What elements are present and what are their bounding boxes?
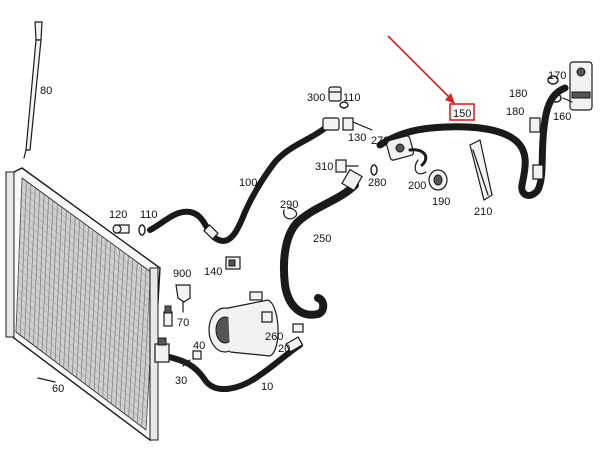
callout-280: 280 — [368, 177, 386, 189]
part-200-clip — [414, 159, 427, 175]
part-900-bracket — [175, 284, 191, 313]
callout-260: 260 — [265, 331, 283, 343]
part-280-oring — [370, 164, 378, 176]
callout-250: 250 — [313, 233, 331, 245]
part-110-oring-top — [339, 101, 349, 109]
callout-10: 10 — [261, 381, 273, 393]
callout-70: 70 — [177, 317, 189, 329]
part-10-lower-pipe — [157, 336, 304, 393]
callout-labels: 80 60 120 110 100 140 900 70 40 30 10 26… — [40, 70, 571, 395]
callout-900: 900 — [173, 268, 191, 280]
part-210-bracket — [469, 139, 493, 201]
callout-180-bottom: 180 — [506, 106, 524, 118]
part-80-rod — [23, 21, 43, 159]
highlight-150: 150 — [387, 35, 475, 121]
part-310-fitting — [335, 159, 359, 173]
callout-310: 310 — [315, 161, 333, 173]
callout-300: 300 — [307, 92, 325, 104]
callout-120: 120 — [109, 209, 127, 221]
part-100-upper-pipe — [147, 117, 340, 244]
part-30-fitting — [154, 337, 170, 363]
part-110-oring-left — [138, 224, 146, 236]
callout-290: 290 — [280, 199, 298, 211]
part-160-screw — [562, 97, 573, 103]
callout-190: 190 — [432, 196, 450, 208]
callout-110-top: 110 — [343, 92, 361, 104]
callout-270: 270 — [371, 135, 389, 147]
callout-30: 30 — [175, 375, 187, 387]
part-70-sensor — [163, 305, 173, 327]
callout-80: 80 — [40, 85, 52, 97]
callout-20: 20 — [278, 343, 290, 355]
part-120-fitting — [112, 224, 130, 234]
callout-170: 170 — [548, 70, 566, 82]
callout-110-left: 110 — [140, 209, 158, 221]
part-40-nut — [182, 350, 202, 367]
callout-210: 210 — [474, 206, 492, 218]
part-150-pipe — [376, 84, 569, 199]
part-290-clip — [283, 207, 298, 220]
callout-140: 140 — [204, 266, 222, 278]
part-190-grommet — [428, 169, 448, 191]
part-250-suction-pipe — [279, 168, 363, 319]
callout-160: 160 — [553, 111, 571, 123]
callout-130: 130 — [348, 132, 366, 144]
callout-200: 200 — [408, 180, 426, 192]
callout-100: 100 — [239, 177, 257, 189]
callout-60: 60 — [52, 383, 64, 395]
part-60-condenser — [5, 167, 161, 442]
callout-40: 40 — [193, 340, 205, 352]
callout-150: 150 — [453, 108, 471, 120]
part-260-fitting — [292, 323, 304, 333]
callout-180-top: 180 — [509, 88, 527, 100]
part-270-block — [385, 135, 428, 167]
part-180-orings — [547, 75, 562, 103]
part-300-cap — [328, 86, 342, 102]
compressor — [208, 291, 279, 357]
part-130-valve — [342, 117, 373, 131]
part-140-connector — [225, 256, 241, 270]
part-170-expansion-valve — [569, 61, 593, 111]
